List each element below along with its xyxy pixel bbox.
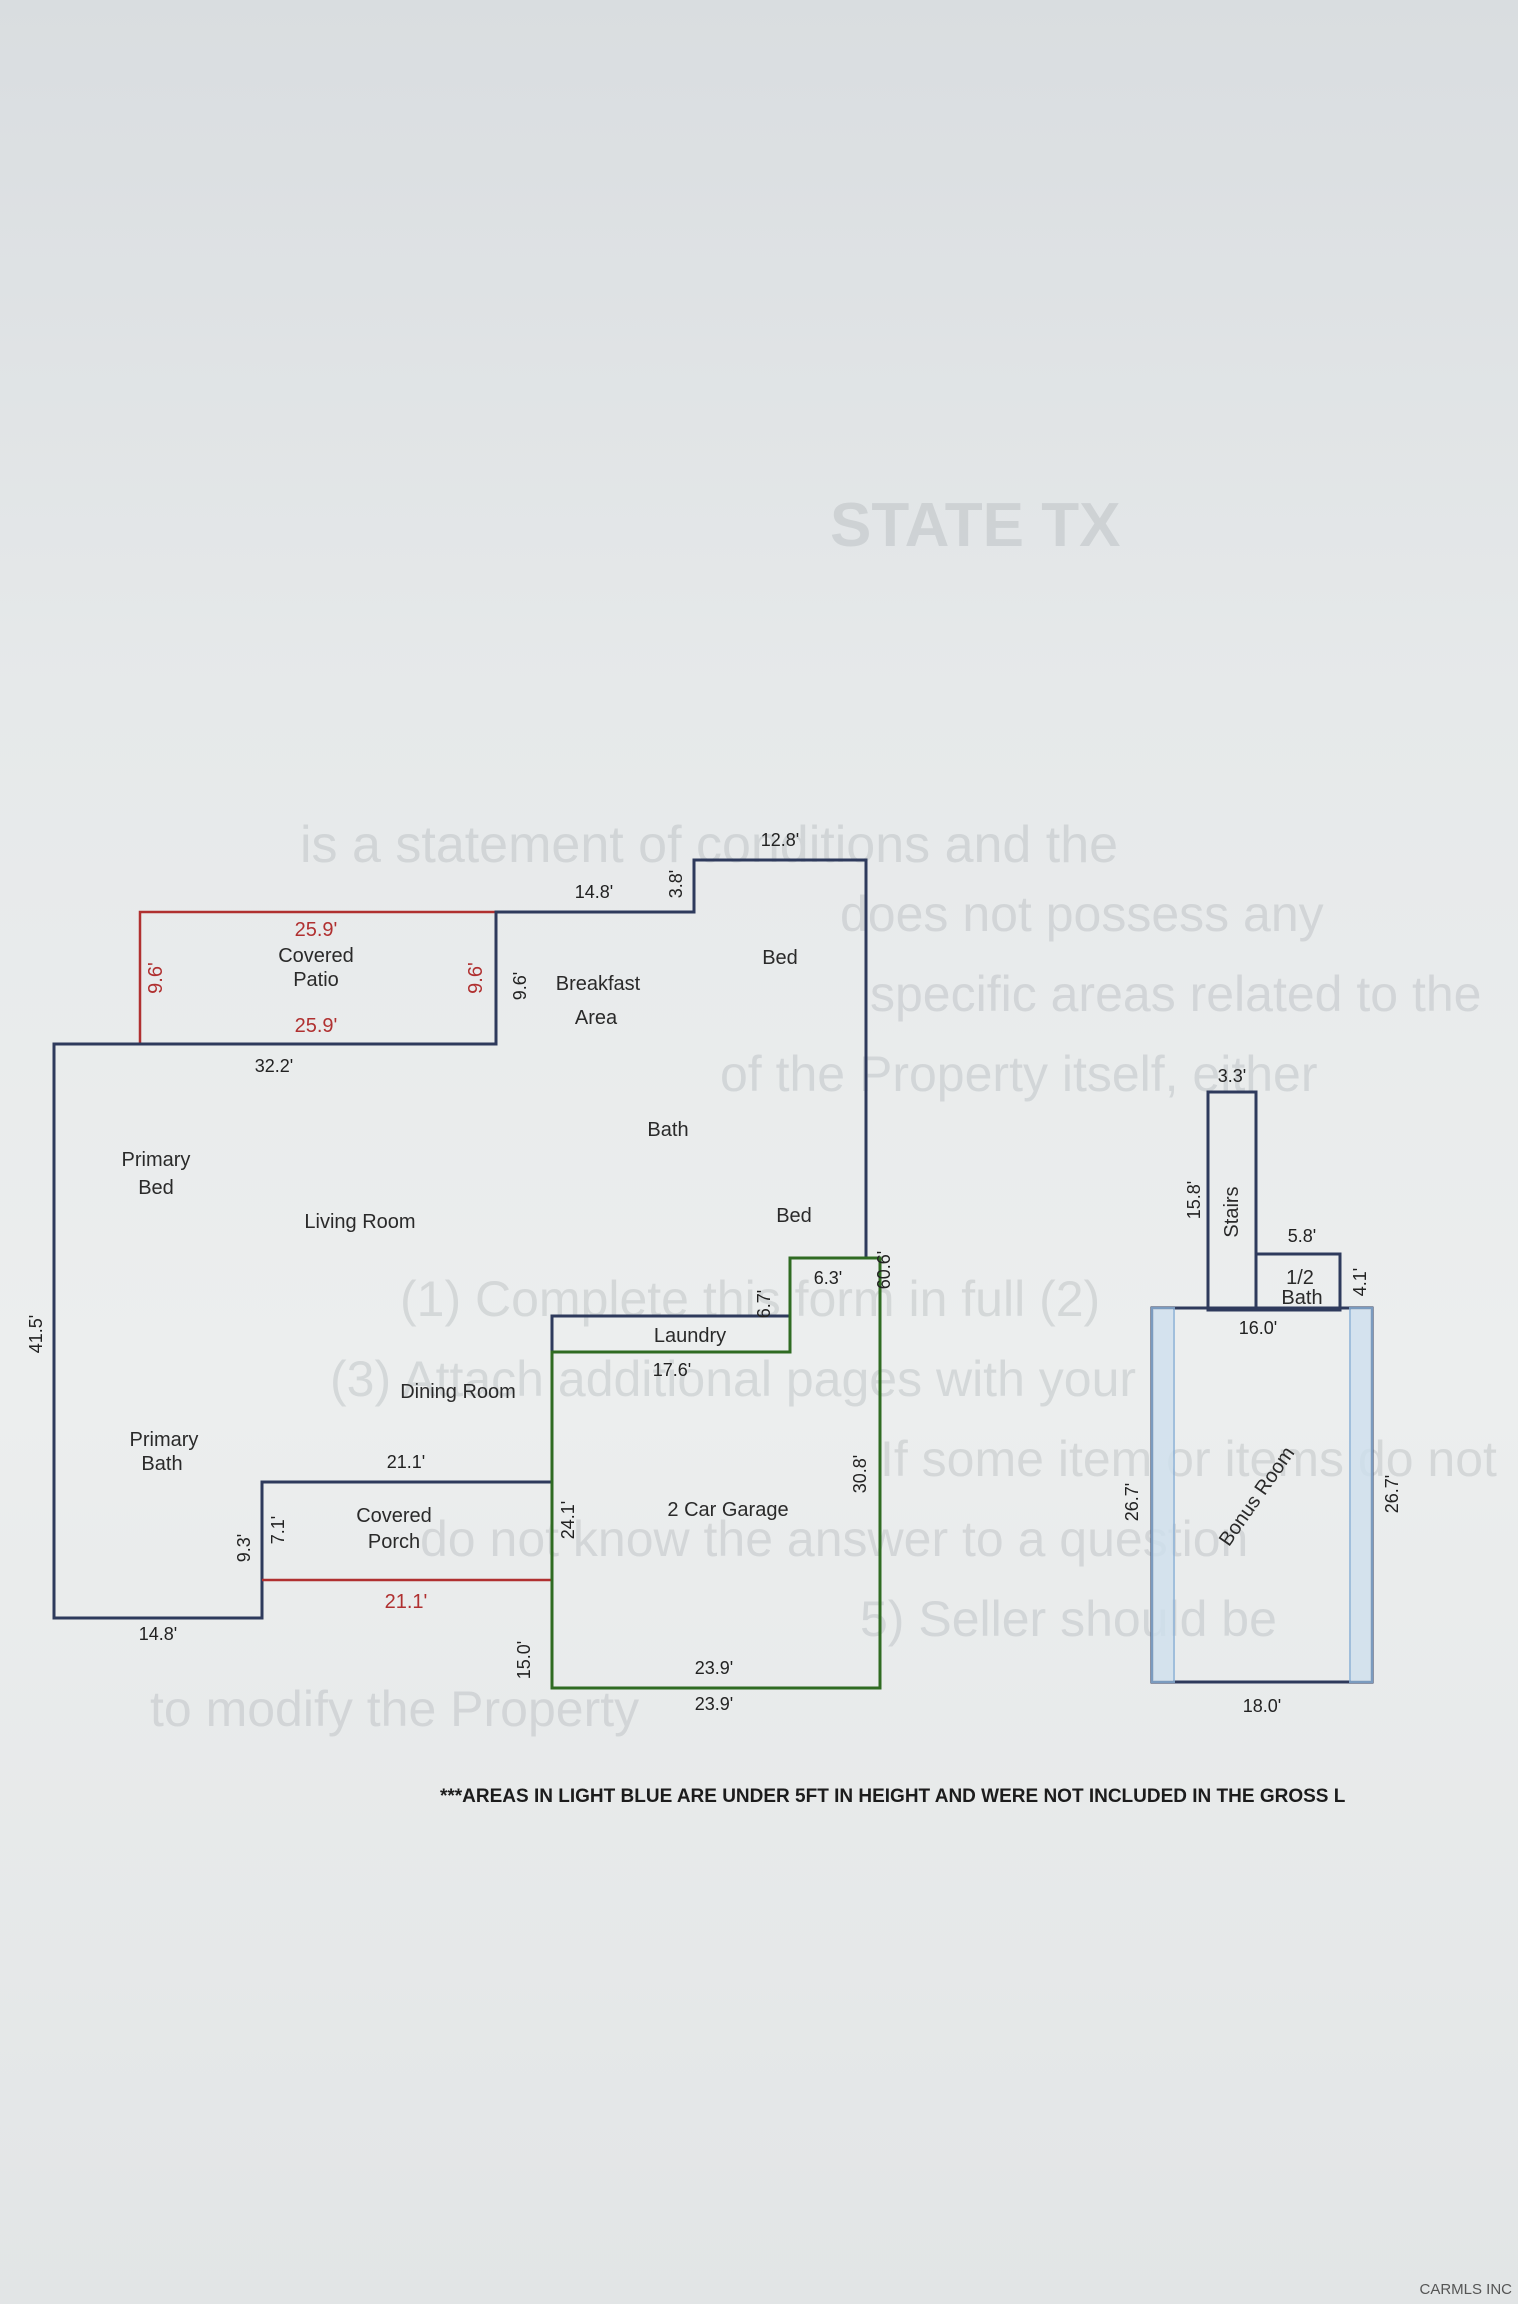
dimension-label: 9.6' xyxy=(510,972,530,1000)
background-line: specific areas related to the xyxy=(870,966,1482,1022)
background-line: (3) Attach additional pages with your xyxy=(330,1351,1137,1407)
room-label: Primary xyxy=(130,1429,199,1451)
room-label: Stairs xyxy=(1221,1186,1243,1237)
dimension-label: 5.8' xyxy=(1288,1226,1316,1246)
dimension-label: 60.6' xyxy=(874,1251,894,1289)
dimension-label: 12.8' xyxy=(761,830,799,850)
room-label: Covered xyxy=(356,1505,432,1527)
room-label: Bed xyxy=(138,1177,174,1199)
dimension-label: 14.8' xyxy=(575,882,613,902)
light-blue-area-right xyxy=(1349,1307,1373,1683)
dimension-label: 32.2' xyxy=(255,1056,293,1076)
stairs-outline xyxy=(1206,1090,1258,1312)
dimension-label: 14.8' xyxy=(139,1624,177,1644)
room-label: Bed xyxy=(776,1205,812,1227)
dimension-label: 21.1' xyxy=(385,1591,428,1613)
garage-outline xyxy=(550,1256,882,1690)
room-label: Bed xyxy=(762,947,798,969)
dimension-label: 18.0' xyxy=(1243,1696,1281,1716)
room-label: Bath xyxy=(1281,1287,1322,1309)
covered-porch xyxy=(260,1482,552,1582)
dimension-label: 15.0' xyxy=(514,1641,534,1679)
dimension-label: 25.9' xyxy=(295,919,338,941)
background-line: If some item or items do not xyxy=(880,1431,1497,1487)
dimension-label: 26.7' xyxy=(1122,1483,1142,1521)
background-line: to modify the Property xyxy=(150,1681,640,1737)
watermark: CARMLS INC xyxy=(1419,2281,1512,2298)
background-line: do not know the answer to a question xyxy=(420,1511,1249,1567)
dimension-label: 23.9' xyxy=(695,1694,733,1714)
background-line: does not possess any xyxy=(840,886,1324,942)
dimension-label: 25.9' xyxy=(295,1015,338,1037)
dimension-label: 9.6' xyxy=(145,962,167,994)
dimension-label: 9.6' xyxy=(465,962,487,994)
dimension-label: 6.3' xyxy=(814,1268,842,1288)
room-label: Primary xyxy=(122,1149,191,1171)
dimension-label: 23.9' xyxy=(695,1658,733,1678)
room-label: Bonus Room xyxy=(1215,1443,1299,1550)
dimension-label: 21.1' xyxy=(387,1452,425,1472)
background-heading: STATE TX xyxy=(830,491,1121,560)
room-label: Area xyxy=(575,1007,618,1029)
light-blue-area-left xyxy=(1151,1307,1175,1683)
dimension-label: 9.3' xyxy=(234,1534,254,1562)
dimension-label: 4.1' xyxy=(1350,1268,1370,1296)
background-line: is a statement of conditions and the xyxy=(300,816,1119,874)
dimension-label: 3.8' xyxy=(666,870,686,898)
dimension-label: 17.6' xyxy=(653,1360,691,1380)
dimension-label: 6.7' xyxy=(754,1290,774,1318)
room-label: Laundry xyxy=(654,1325,726,1347)
room-label: Bath xyxy=(141,1453,182,1475)
room-label: Bath xyxy=(647,1119,688,1141)
half-bath-outline xyxy=(1254,1252,1342,1312)
dimension-label: 30.8' xyxy=(850,1455,870,1493)
room-label: 1/2 xyxy=(1286,1267,1314,1289)
dimension-label: 16.0' xyxy=(1239,1318,1277,1338)
room-label: Porch xyxy=(368,1531,420,1553)
dimension-label: 26.7' xyxy=(1382,1475,1402,1513)
dimension-label: 24.1' xyxy=(558,1501,578,1539)
room-label: Covered xyxy=(278,945,354,967)
room-label: Breakfast xyxy=(556,973,641,995)
dimension-label: 41.5' xyxy=(26,1315,46,1353)
dimension-label: 7.1' xyxy=(268,1516,288,1544)
room-label: Dining Room xyxy=(400,1381,516,1403)
room-label: Patio xyxy=(293,969,339,991)
room-label: Living Room xyxy=(304,1211,415,1233)
background-line: 5) Seller should be xyxy=(860,1591,1277,1647)
footnote: ***AREAS IN LIGHT BLUE ARE UNDER 5FT IN … xyxy=(440,1786,1346,1807)
background-line: (1) Complete this form in full (2) xyxy=(400,1271,1101,1327)
dimension-label: 3.3' xyxy=(1218,1066,1246,1086)
room-label: 2 Car Garage xyxy=(667,1499,788,1521)
dimension-label: 15.8' xyxy=(1184,1181,1204,1219)
